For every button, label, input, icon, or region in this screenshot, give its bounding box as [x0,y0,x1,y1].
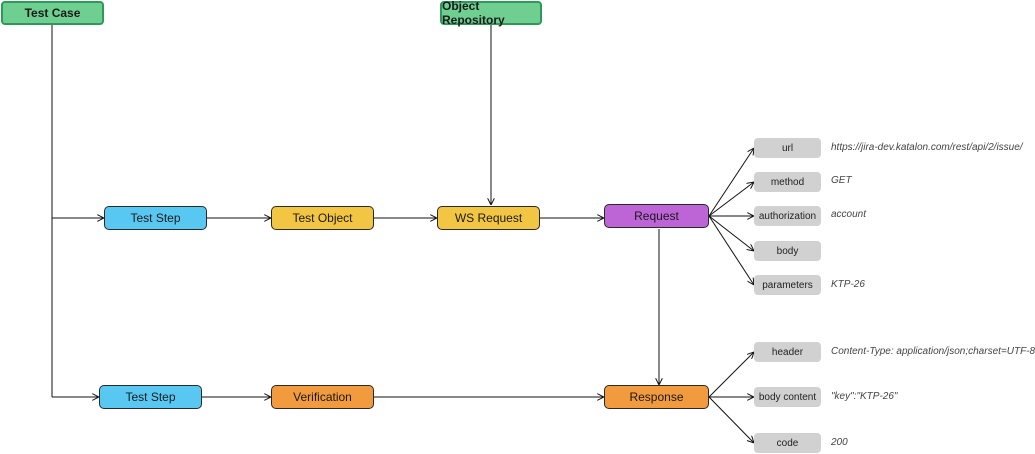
node-request[interactable]: Request [604,204,709,228]
node-test-object[interactable]: Test Object [271,206,374,230]
connector-response-to-header [708,352,754,398]
request-prop-url-value: https://jira-dev.katalon.com/rest/api/2/… [831,142,1023,153]
request-prop-body[interactable]: body [754,241,821,261]
response-prop-code-value: 200 [831,437,848,448]
response-prop-body-content[interactable]: body content [754,387,821,407]
node-ws-request[interactable]: WS Request [437,206,540,230]
request-prop-parameters[interactable]: parameters [754,275,821,295]
request-prop-authorization-value: account [831,209,867,220]
connector-request-to-url [708,148,754,217]
response-prop-body-content-value: "key":"KTP-26" [831,391,898,402]
connector-request-to-parameters [708,215,754,285]
response-prop-header[interactable]: header [754,342,821,362]
node-response[interactable]: Response [604,385,709,409]
node-test-case[interactable]: Test Case [1,1,104,25]
request-prop-url[interactable]: url [754,138,821,158]
node-test-step-2[interactable]: Test Step [99,385,202,409]
request-prop-authorization[interactable]: authorization [754,206,821,226]
node-verification[interactable]: Verification [271,385,374,409]
request-prop-method-value: GET [831,175,852,186]
response-prop-header-value: Content-Type: application/json;charset=U… [831,346,1035,357]
node-test-step-1[interactable]: Test Step [104,206,207,230]
response-prop-code[interactable]: code [754,433,821,453]
connector-request-to-body [708,215,754,251]
request-prop-method[interactable]: method [754,172,821,192]
request-prop-parameters-value: KTP-26 [831,279,865,290]
connector-request-to-method [708,182,754,217]
connector-response-to-code [708,396,754,443]
node-object-repository[interactable]: Object Repository [440,0,542,27]
